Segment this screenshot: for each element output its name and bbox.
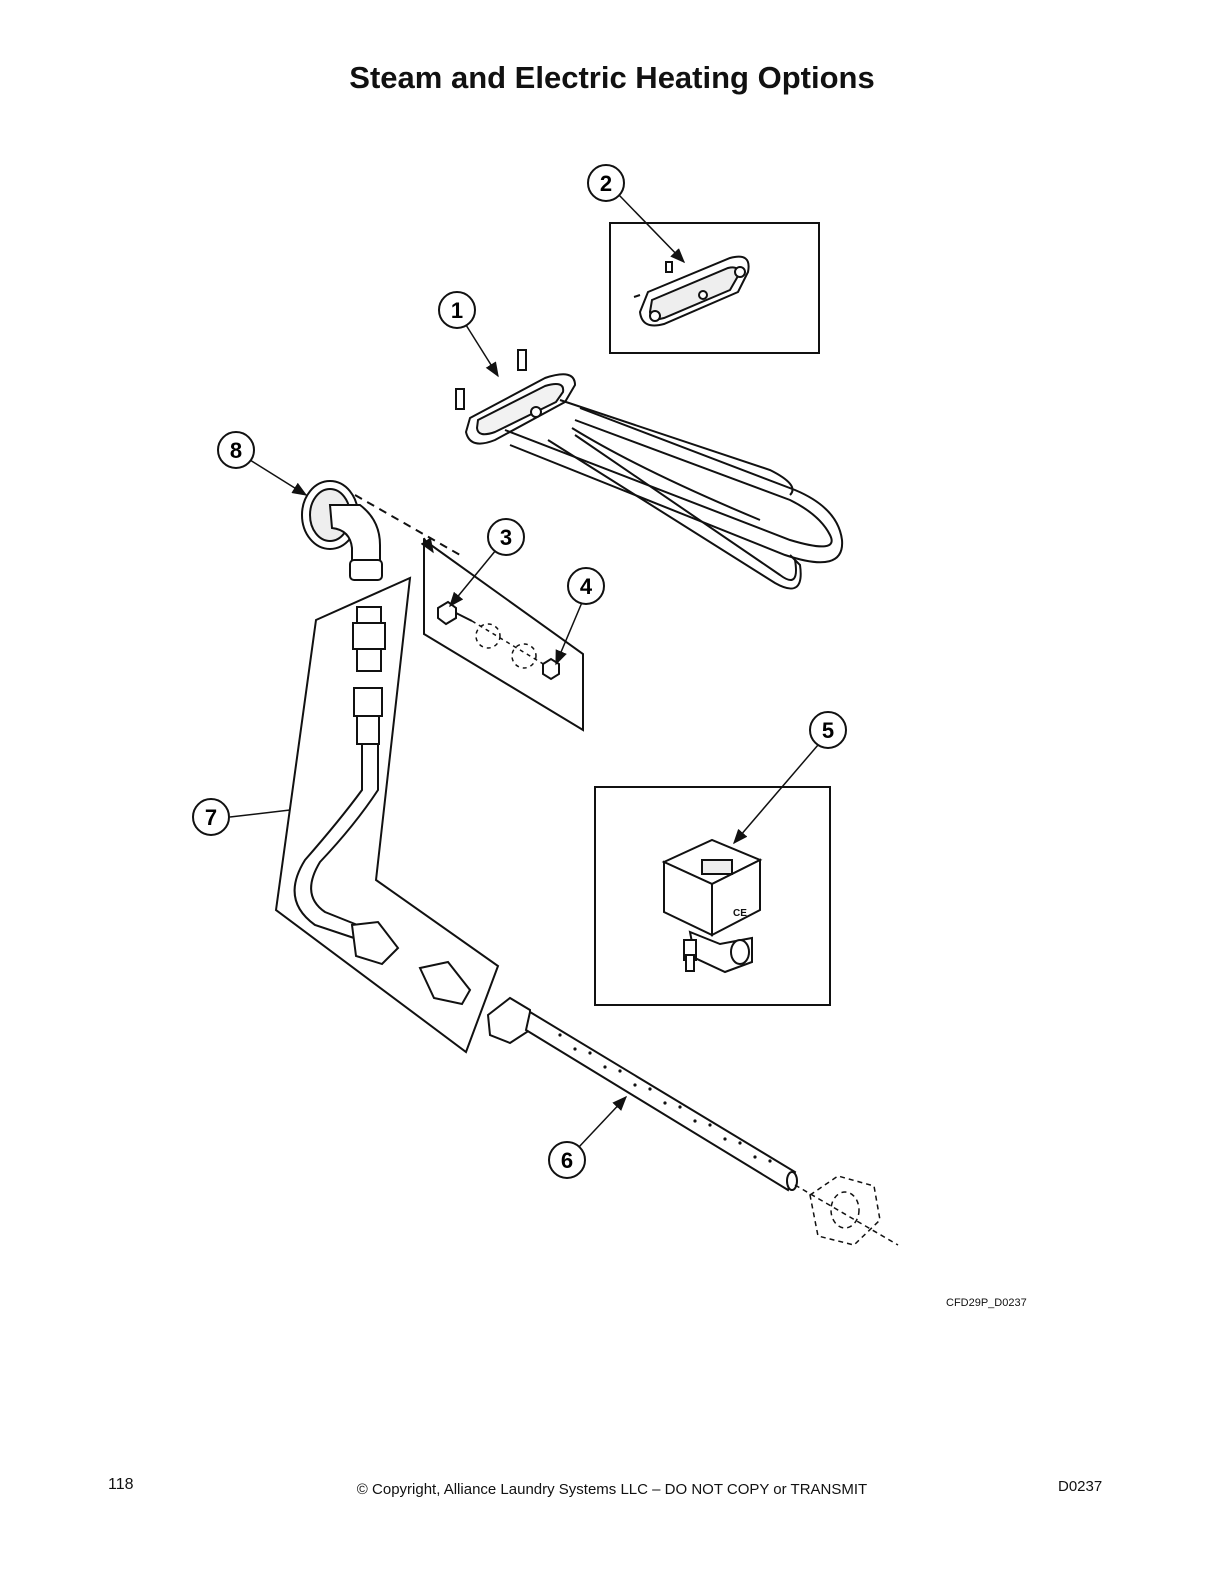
callout-5: 5	[809, 711, 847, 749]
leader-lines	[229, 194, 819, 1149]
callout-4: 4	[567, 567, 605, 605]
dashed-lock-nut	[794, 1175, 899, 1246]
page-number: 118	[108, 1476, 134, 1493]
svg-text:2: 2	[600, 171, 612, 196]
hardware-inset	[423, 538, 584, 732]
copyright-notice: © Copyright, Alliance Laundry Systems LL…	[356, 1481, 868, 1498]
svg-text:6: 6	[561, 1148, 573, 1173]
drawing-id: CFD29P_D0237	[946, 1297, 1027, 1309]
screw-part	[437, 600, 473, 626]
steam-pipe-part	[486, 996, 899, 1246]
svg-text:4: 4	[580, 574, 593, 599]
svg-text:8: 8	[230, 438, 242, 463]
svg-text:3: 3	[500, 525, 512, 550]
callout-1: 1	[438, 291, 476, 329]
gasket-part	[633, 255, 750, 327]
nut-part	[542, 657, 560, 681]
ce-mark: CE	[733, 908, 747, 919]
callout-7: 7	[192, 798, 230, 836]
svg-text:1: 1	[451, 298, 463, 323]
dashed-washers	[471, 620, 546, 669]
callout-8: 8	[217, 431, 255, 469]
gasket-inset	[609, 222, 820, 354]
valve-inset: CE	[594, 786, 831, 1006]
callout-3: 3	[487, 518, 525, 556]
heating-element-part	[455, 349, 844, 590]
pipe-holes	[558, 1033, 772, 1163]
steam-inlet-elbow-part	[301, 480, 461, 581]
solenoid-valve-part	[661, 838, 763, 974]
document-code: D0237	[1058, 1478, 1103, 1495]
hose-part	[293, 606, 472, 1006]
svg-text:7: 7	[205, 805, 217, 830]
callout-2: 2	[587, 164, 625, 202]
page-title: Steam and Electric Heating Options	[349, 60, 875, 95]
hose-kit-inset	[274, 576, 500, 1054]
svg-text:5: 5	[822, 718, 834, 743]
callout-6: 6	[548, 1141, 586, 1179]
